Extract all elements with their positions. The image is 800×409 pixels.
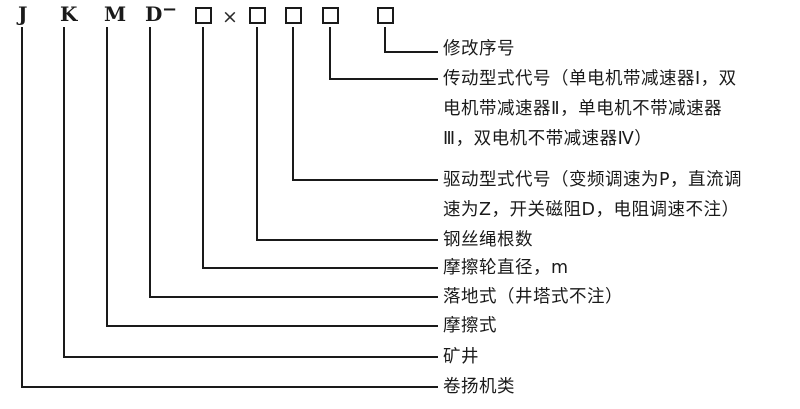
code-box-friction-wheel-diameter[interactable] bbox=[195, 7, 212, 24]
code-dash: − bbox=[162, 0, 178, 20]
code-letter-d: D bbox=[145, 2, 163, 26]
leader-mine-shaft bbox=[63, 27, 438, 358]
multiplication-icon: × bbox=[222, 6, 238, 28]
leader-friction-wheel-diameter bbox=[202, 27, 438, 269]
code-box-revision-number[interactable] bbox=[377, 7, 394, 24]
leader-drive-type-code bbox=[292, 27, 438, 181]
label-friction-type: 摩擦式 bbox=[443, 316, 497, 336]
label-friction-wheel-diameter: 摩擦轮直径，m bbox=[443, 258, 569, 278]
leader-revision-number bbox=[384, 27, 438, 53]
code-box-drive-type-code[interactable] bbox=[285, 7, 302, 24]
label-ground-mounted-type: 落地式（井塔式不注） bbox=[443, 287, 623, 307]
leader-wire-rope-count bbox=[256, 27, 438, 241]
label-hoist-machine-category: 卷扬机类 bbox=[443, 377, 515, 397]
label-revision-number: 修改序号 bbox=[443, 39, 515, 59]
code-letter-k: K bbox=[60, 2, 78, 26]
label-transmission-type-code-line3: Ⅲ，双电机不带减速器Ⅳ） bbox=[443, 129, 653, 149]
label-transmission-type-code-line1: 传动型式代号（单电机带减速器Ⅰ，双 bbox=[443, 69, 737, 89]
label-drive-type-code-line1: 驱动型式代号（变频调速为P，直流调 bbox=[443, 170, 743, 190]
leader-transmission-type-code bbox=[329, 27, 438, 80]
code-box-transmission-type-code[interactable] bbox=[322, 7, 339, 24]
leader-friction-type bbox=[106, 27, 438, 327]
label-wire-rope-count: 钢丝绳根数 bbox=[443, 230, 533, 250]
leader-hoist-machine-category bbox=[21, 27, 438, 388]
code-letter-j: J bbox=[18, 2, 28, 26]
code-box-wire-rope-count[interactable] bbox=[249, 7, 266, 24]
label-drive-type-code-line2: 速为Z，开关磁阻D，电阻调速不注） bbox=[443, 200, 740, 220]
label-transmission-type-code-line2: 电机带减速器Ⅱ，单电机不带减速器 bbox=[443, 99, 723, 119]
label-mine-shaft: 矿井 bbox=[443, 347, 479, 367]
code-letter-m: M bbox=[104, 2, 127, 26]
leader-ground-mounted-type bbox=[149, 27, 438, 298]
